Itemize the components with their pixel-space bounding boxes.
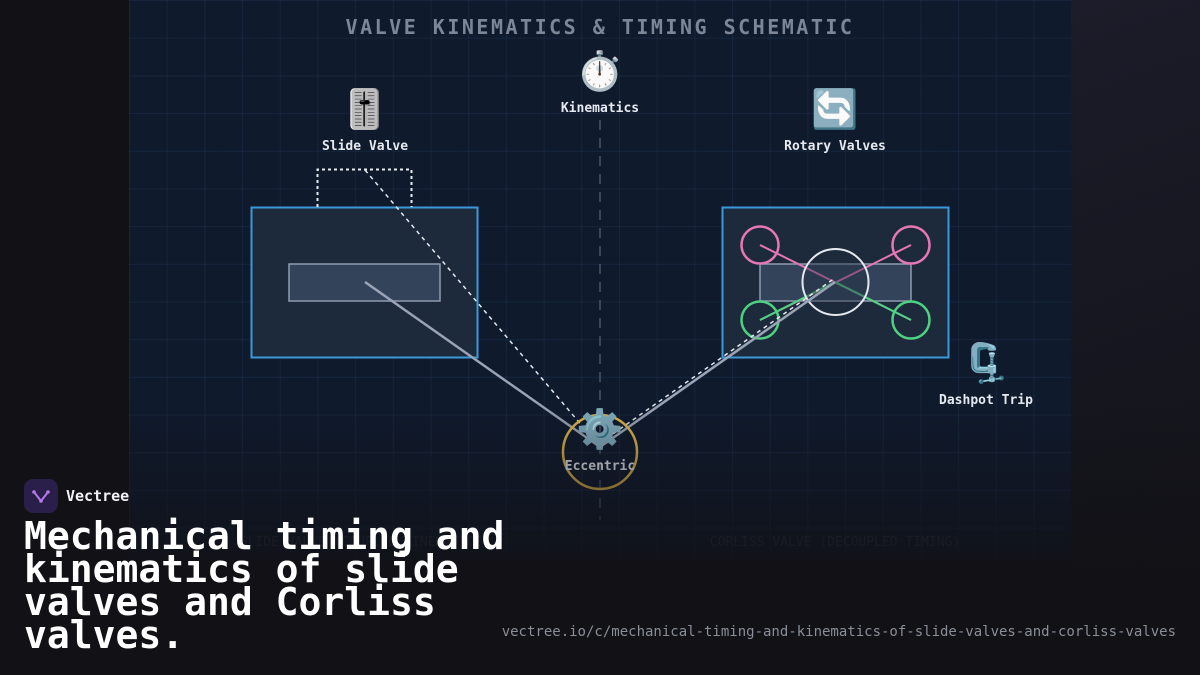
schematic-panel: VALVE KINEMATICS & TIMING SCHEMATIC ⏱️ K…	[129, 0, 1071, 560]
brand: Vectree	[24, 479, 129, 513]
slide-valve-label: Slide Valve	[321, 139, 409, 154]
dashpot-trip-label: Dashpot Trip	[939, 393, 1033, 408]
exhaust-valve-bottom-left	[740, 300, 780, 340]
stopwatch-icon: ⏱️	[576, 49, 624, 93]
rotary-valves-label: Rotary Valves	[784, 139, 886, 154]
eccentric-label: Eccentric	[564, 459, 636, 474]
diagram-title: VALVE KINEMATICS & TIMING SCHEMATIC	[345, 15, 855, 39]
level-slider-icon: 🎚️	[341, 87, 389, 131]
corliss-valve-caption: CORLISS VALVE (DECOUPLED TIMING)	[709, 535, 961, 550]
gear-icon: ⚙️	[576, 407, 624, 451]
page-url[interactable]: vectree.io/c/mechanical-timing-and-kinem…	[501, 624, 1176, 640]
green-link-b	[834, 281, 912, 321]
background-strip	[1070, 0, 1200, 675]
clamp-icon: 🗜️	[962, 341, 1010, 385]
schematic-drawing	[250, 120, 950, 520]
wrist-plate	[801, 248, 870, 316]
exhaust-valve-bottom-right	[891, 300, 931, 340]
kinematics-label: Kinematics	[560, 101, 640, 116]
slide-valve-body	[288, 263, 441, 302]
slide-valve-rod	[364, 280, 601, 449]
rotate-arrows-icon: 🔄	[811, 87, 859, 131]
corliss-valve-rod	[599, 280, 836, 449]
headline: Mechanical timing and kinematics of slid…	[24, 514, 505, 657]
valve-travel-outline	[316, 168, 413, 207]
corliss-valve-body	[759, 263, 912, 302]
brand-name: Vectree	[66, 487, 130, 505]
steam-valve-top-right	[891, 225, 931, 265]
steam-valve-top-left	[740, 225, 780, 265]
vectree-logo-icon	[24, 479, 58, 513]
green-link-a	[759, 281, 836, 321]
